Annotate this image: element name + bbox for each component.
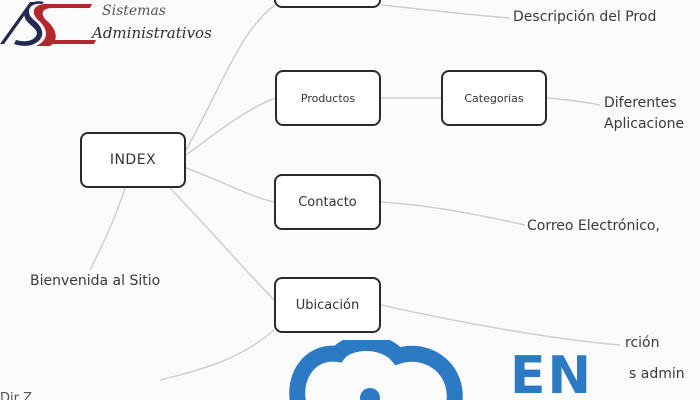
edge-index-productos (185, 97, 276, 156)
desc-ubicacion-line1: rción (625, 335, 660, 351)
brand-text: EN (510, 346, 594, 400)
edge-index-contacto (185, 167, 275, 203)
edge-index-bienvenida (89, 187, 126, 271)
desc-bottom-left: Dir Z (0, 391, 33, 400)
edge-top-desc (380, 4, 511, 19)
logo-monogram-icon (0, 1, 96, 46)
edge-index-ubicacion (169, 187, 275, 301)
node-contacto: Contacto (274, 174, 381, 230)
edge-categorias-desc (546, 97, 601, 106)
logo-line-sistemas: Sistemas (102, 3, 166, 19)
node-categorias: Categorias (441, 70, 547, 126)
desc-categorias-line2: Aplicacione (604, 116, 685, 132)
edge-index-top (185, 4, 276, 151)
logo-line-administrativos: Administrativos (92, 24, 212, 42)
company-logo: Sistemas Administrativos (0, 0, 250, 50)
desc-categorias-line1: Diferentes (604, 95, 677, 111)
node-index: INDEX (80, 132, 186, 188)
node-top (274, 0, 381, 8)
edge-ubicacion-desc (380, 304, 621, 346)
edge-bottom-left (159, 329, 275, 381)
edge-contacto-desc (380, 201, 526, 226)
desc-categorias: Diferentes Aplicacione (604, 93, 684, 135)
desc-ubicacion-line2: s admin (629, 366, 685, 382)
node-productos: Productos (275, 70, 381, 126)
node-ubicacion: Ubicación (274, 277, 381, 333)
brand-cloud-icon (289, 340, 463, 400)
desc-contacto: Correo Electrónico, (527, 218, 660, 234)
desc-producto: Descripción del Prod (513, 9, 657, 25)
desc-index: Bienvenida al Sitio (30, 273, 161, 289)
